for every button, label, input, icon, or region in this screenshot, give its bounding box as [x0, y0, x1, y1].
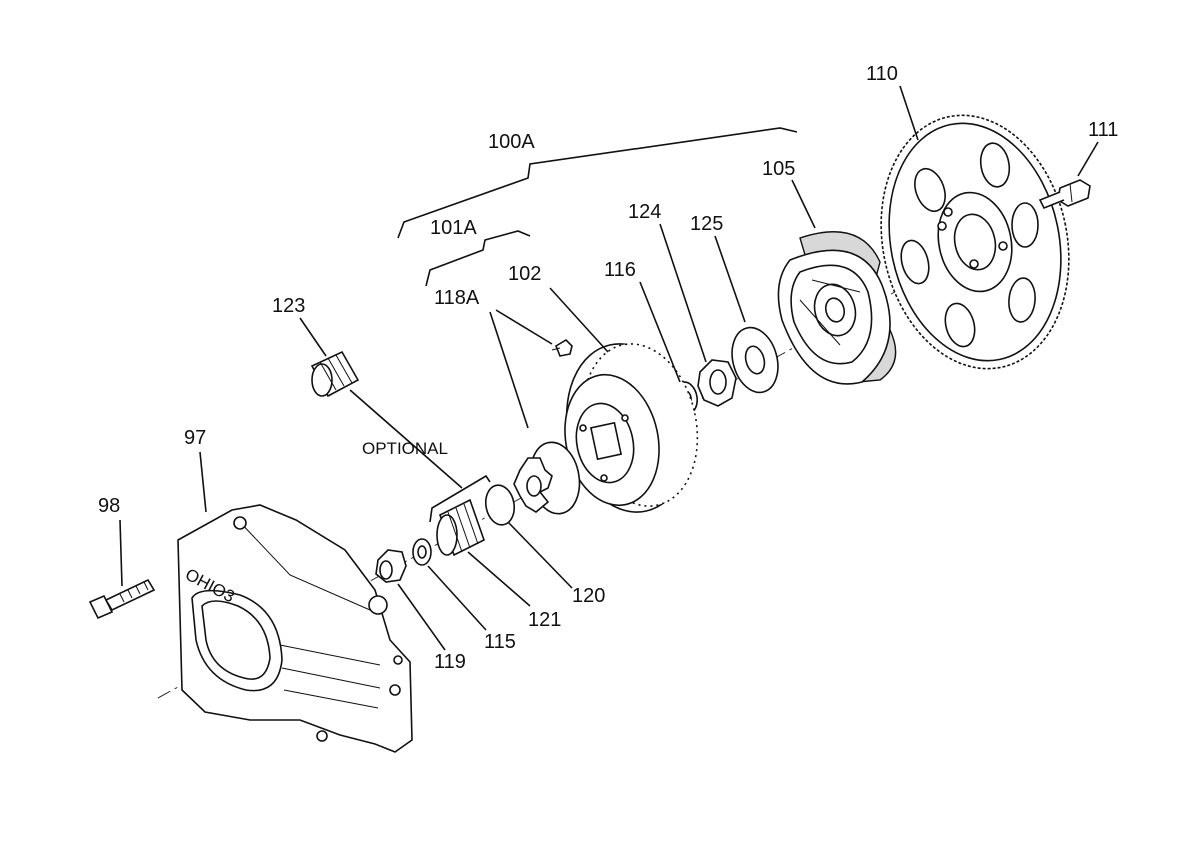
label-115: 115: [484, 631, 516, 653]
label-121: 121: [528, 609, 561, 631]
leader-110: [899, 85, 919, 141]
housing-97: OHIO3: [177, 504, 413, 753]
leader-98: [119, 519, 123, 587]
needle-bearing-123: [310, 350, 360, 398]
label-119: 119: [434, 651, 466, 673]
leader-97: [199, 451, 207, 513]
leader-optional: [349, 389, 463, 489]
label-116: 116: [604, 259, 636, 281]
label-125: 125: [690, 213, 723, 235]
label-105: 105: [762, 158, 795, 180]
label-120: 120: [572, 585, 605, 607]
label-optional: OPTIONAL: [362, 439, 448, 458]
leader-120: [507, 521, 573, 589]
nut-119: [375, 549, 407, 583]
bracket-optional: [429, 474, 491, 523]
label-123: 123: [272, 295, 305, 317]
leader-123: [299, 317, 327, 357]
leader-115: [427, 565, 487, 631]
label-98: 98: [98, 495, 120, 517]
nut-124: [697, 359, 737, 407]
label-102: 102: [508, 263, 541, 285]
label-100A: 100A: [488, 131, 535, 153]
bolt-111: [1038, 179, 1091, 210]
leader-111: [1077, 141, 1099, 177]
bolt-98: [88, 578, 156, 620]
leader-118A-screw: [495, 309, 553, 345]
snap-ring-120: [484, 484, 516, 526]
leader-105: [791, 179, 816, 229]
washer-125: [731, 326, 779, 394]
label-124: 124: [628, 201, 661, 223]
label-111: 111: [1088, 119, 1118, 141]
washer-115: [412, 538, 432, 566]
leader-116: [639, 281, 681, 383]
ring-gear-110: [880, 114, 1070, 370]
screw-118A: [551, 338, 573, 357]
leader-121: [467, 551, 531, 607]
leader-102: [549, 287, 609, 353]
label-110: 110: [866, 63, 898, 85]
leader-124: [659, 223, 707, 363]
bracket-101A: [425, 230, 531, 287]
leader-125: [714, 235, 746, 323]
clutch-shoe-105: [777, 231, 897, 385]
leader-118A-sprocket: [489, 311, 529, 429]
label-97: 97: [184, 427, 206, 449]
leader-119: [397, 583, 446, 651]
needle-bearing-121: [436, 498, 485, 557]
clutch-drum-102: [564, 343, 699, 513]
sprocket-118A: [513, 441, 581, 515]
label-101A: 101A: [430, 217, 477, 239]
label-118A: 118A: [434, 287, 480, 309]
bracket-100A: [397, 127, 798, 239]
